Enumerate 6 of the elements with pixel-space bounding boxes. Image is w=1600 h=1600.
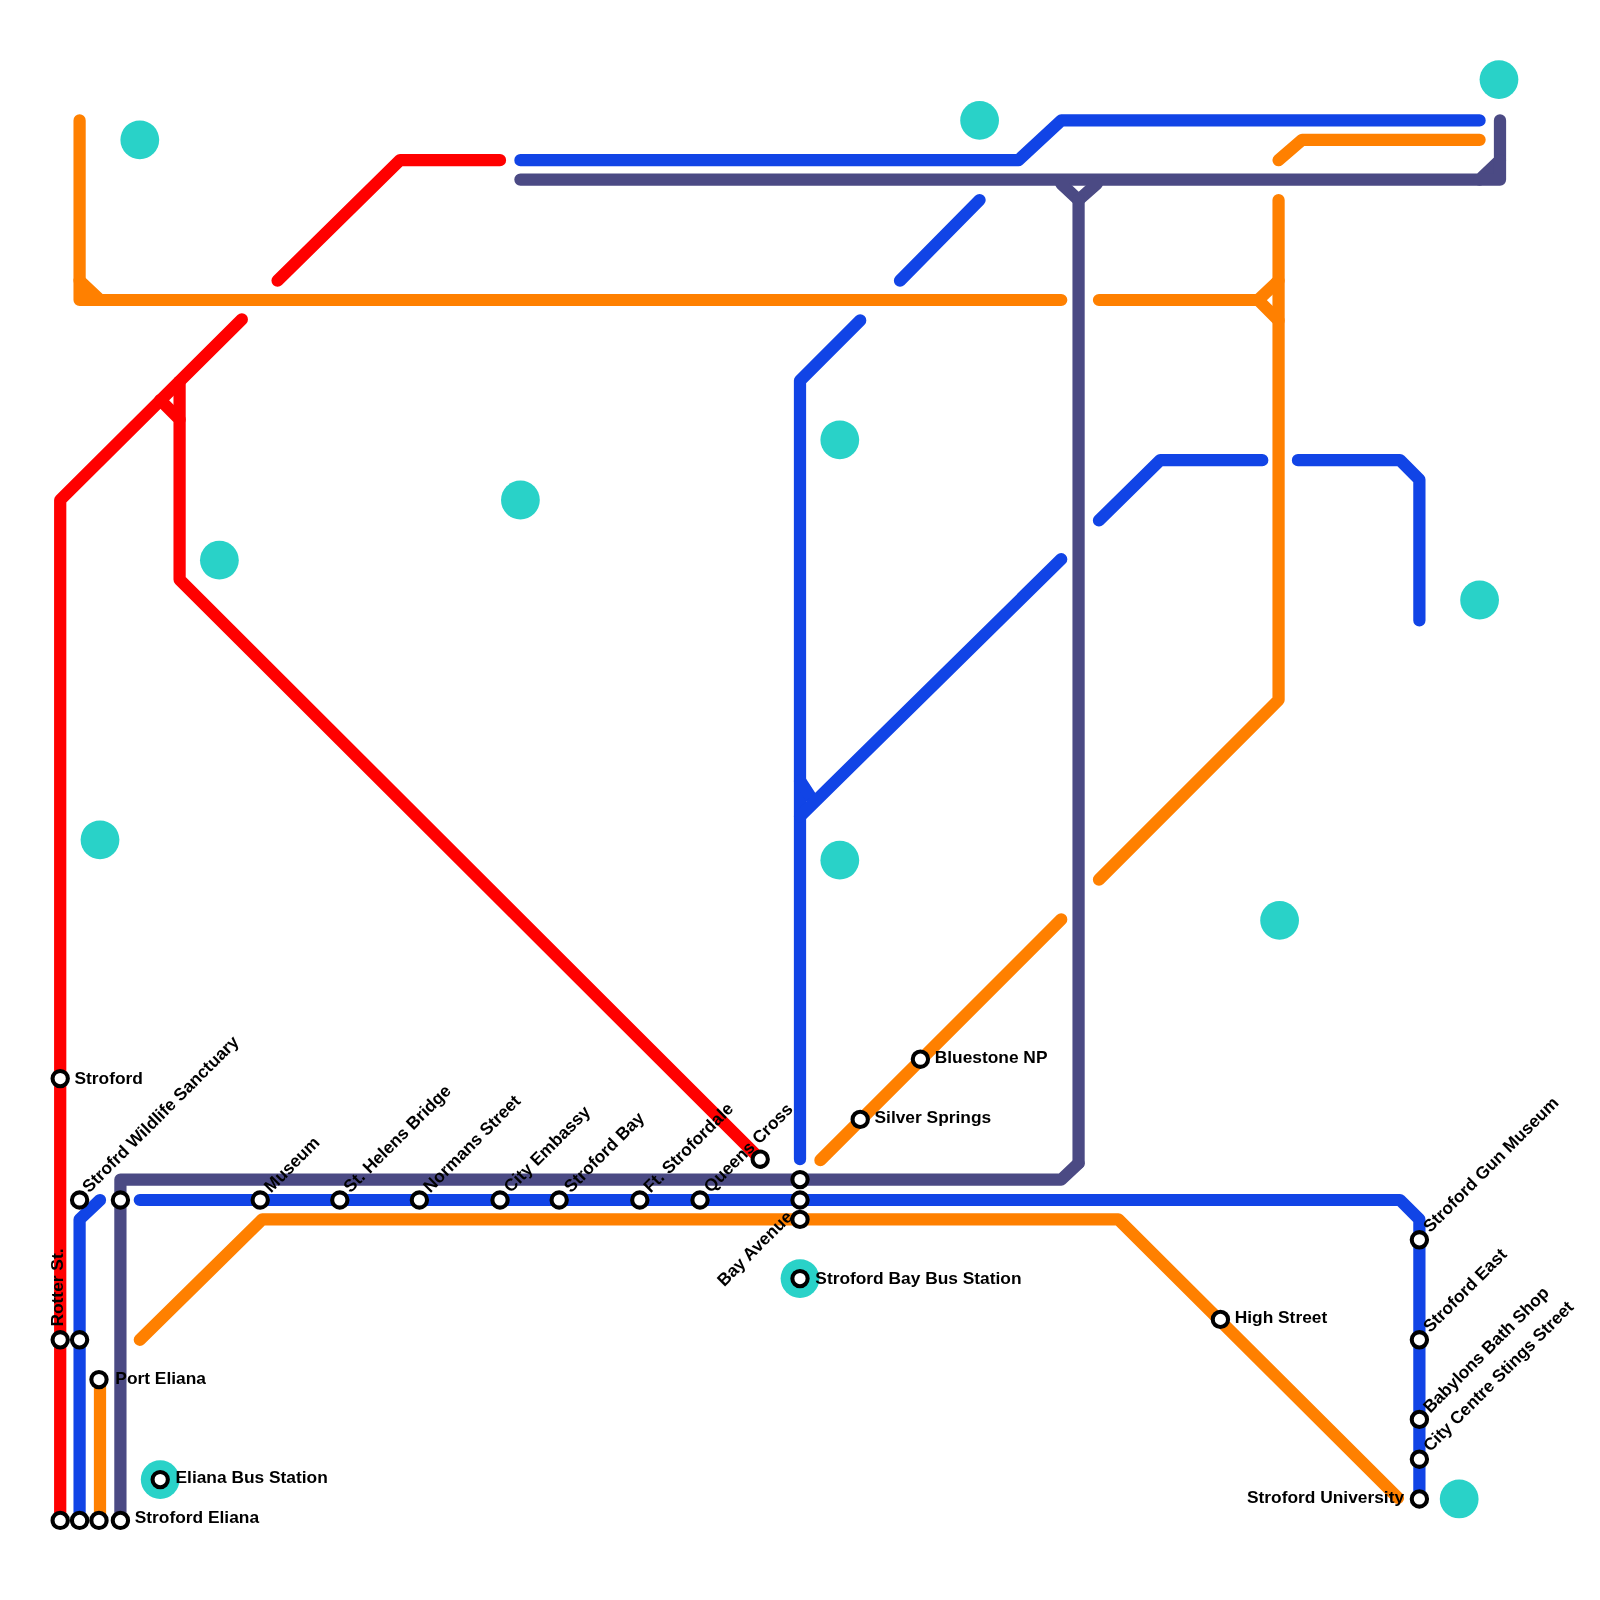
station-label: Stroford Eliana (134, 1508, 260, 1529)
station-label: Bluestone NP (934, 1047, 1048, 1069)
station-label: Stroford (74, 1068, 143, 1089)
station-label: High Street (1234, 1308, 1328, 1329)
station-label: Rotter St. (47, 1248, 69, 1327)
station-label: Silver Springs (874, 1108, 992, 1129)
